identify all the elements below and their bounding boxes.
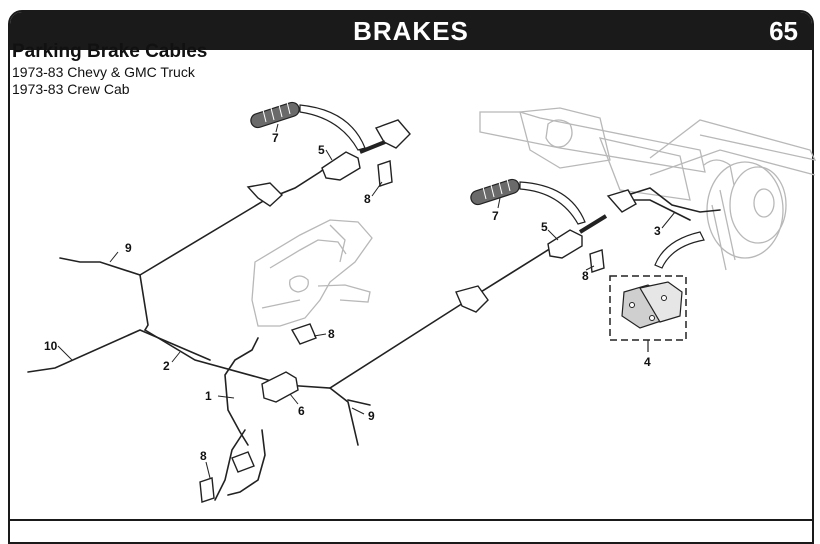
parking-brake-diagram: 7 5 8 7 5 8 3 4 8 9 10 2 1 6 9 8 (27, 97, 817, 503)
callout-5-upper: 5 (318, 143, 325, 157)
spring-right (470, 174, 520, 206)
callout-7-upper: 7 (272, 131, 279, 145)
equalizer-lower (261, 371, 299, 403)
callout-7-right: 7 (492, 209, 499, 223)
callout-1: 1 (205, 389, 212, 403)
spring-upper (250, 97, 300, 129)
cable-bracket-right (606, 189, 637, 213)
clip-8-lower (199, 477, 215, 503)
cable-bracket-mid (455, 285, 489, 313)
callout-10: 10 (44, 339, 58, 353)
callout-8-right: 8 (582, 269, 589, 283)
cable-bracket-left (246, 182, 284, 207)
application-line-2: 1973-83 Crew Cab (12, 81, 130, 97)
callout-8-middle: 8 (328, 327, 335, 341)
callout-2: 2 (163, 359, 170, 373)
clip-8-middle (290, 323, 317, 345)
leader-lines (57, 123, 676, 479)
application-line-1: 1973-83 Chevy & GMC Truck (12, 64, 195, 80)
callout-3: 3 (654, 224, 661, 238)
callout-9-left: 9 (125, 241, 132, 255)
hardware-parts (199, 119, 637, 503)
equalizer-right (547, 229, 583, 259)
return-springs (250, 97, 608, 234)
page-header: BRAKES 65 (10, 12, 812, 50)
part-4-inset (609, 275, 687, 352)
clip-8-upper (377, 160, 393, 187)
cable-hook (231, 451, 255, 473)
callout-9-right: 9 (368, 409, 375, 423)
header-title: BRAKES (353, 16, 469, 46)
callout-8-upper: 8 (364, 192, 371, 206)
callout-6: 6 (298, 404, 305, 418)
page-number: 65 (769, 16, 798, 46)
callout-8-lower: 8 (200, 449, 207, 463)
clip-8-right (589, 249, 605, 273)
bottom-rule (10, 519, 812, 521)
callout-5-right: 5 (541, 220, 548, 234)
parking-brake-pedal-ghost (251, 219, 373, 327)
section-title: Parking Brake Cables (12, 41, 208, 62)
installation-arcs (299, 104, 705, 269)
rear-axle-drum-ghost (479, 107, 817, 271)
equalizer-upper (321, 151, 361, 181)
callout-4: 4 (644, 355, 651, 369)
callout-labels: 7 5 8 7 5 8 3 4 8 9 10 2 1 6 9 8 (44, 131, 661, 463)
